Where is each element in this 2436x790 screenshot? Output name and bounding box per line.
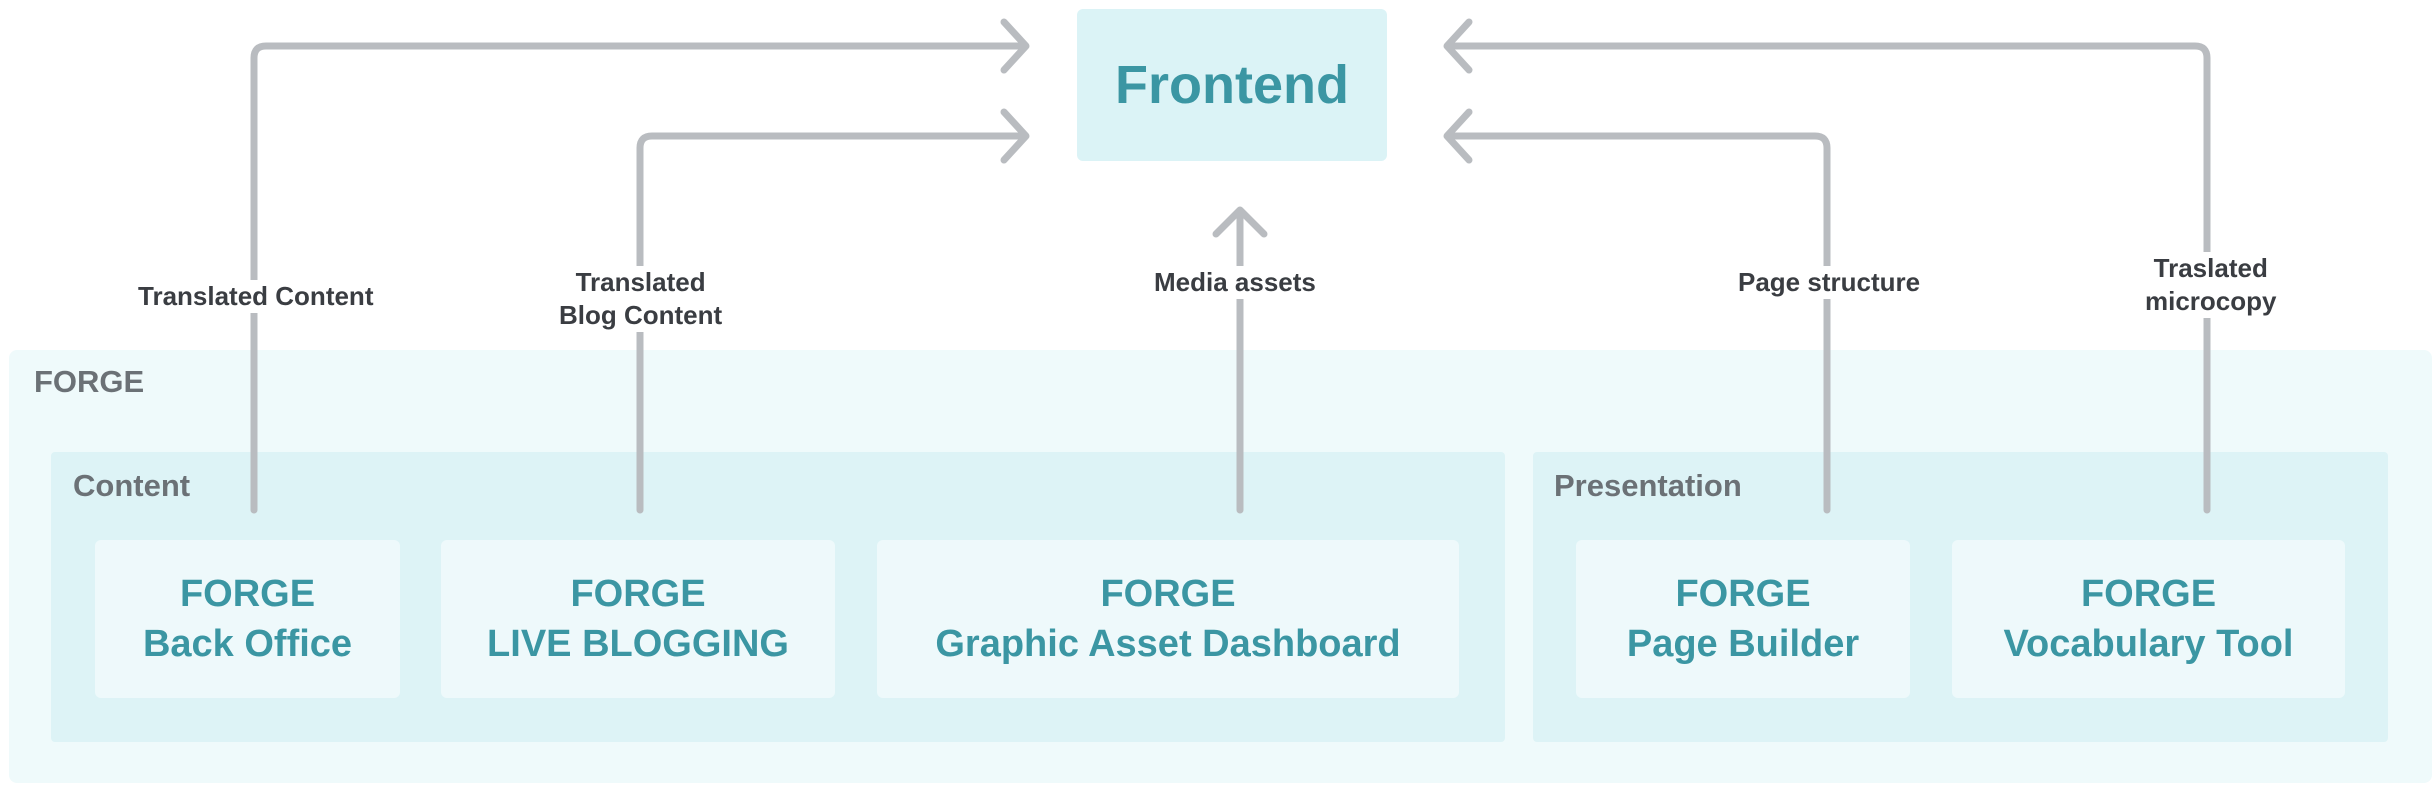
- group-content-title: Content: [73, 468, 191, 503]
- frontend-label: Frontend: [1115, 55, 1349, 115]
- tool-graphic-asset-dashboard[interactable]: FORGE Graphic Asset Dashboard: [877, 540, 1459, 698]
- edge-label-translated-blog-content: Translated Blog Content: [553, 266, 729, 332]
- tool-live-blogging[interactable]: FORGE LIVE BLOGGING: [441, 540, 835, 698]
- tool-graphic-asset-dashboard-name: Graphic Asset Dashboard: [935, 623, 1401, 665]
- arrowhead-page-builder: [1443, 108, 1473, 164]
- tool-live-blogging-brand: FORGE: [570, 573, 706, 615]
- tool-back-office-brand: FORGE: [179, 573, 316, 615]
- edge-label-media-assets-text: Media assets: [1154, 267, 1316, 297]
- edge-label-translated-content-text: Translated Content: [138, 281, 374, 311]
- arrowhead-graphic-asset-dashboard: [1212, 206, 1268, 238]
- edge-label-translated-blog-content-line1: Translated: [575, 267, 706, 297]
- tool-page-builder-name: Page Builder: [1626, 623, 1860, 665]
- tool-page-builder[interactable]: FORGE Page Builder: [1576, 540, 1910, 698]
- group-presentation-title: Presentation: [1554, 468, 1742, 503]
- arrowhead-live-blogging: [1000, 108, 1030, 164]
- tool-graphic-asset-dashboard-brand: FORGE: [1100, 573, 1236, 615]
- edge-label-translated-content: Translated Content: [132, 280, 380, 313]
- edge-label-traslated-microcopy: Traslated microcopy: [2139, 252, 2283, 318]
- tool-back-office[interactable]: FORGE Back Office: [95, 540, 400, 698]
- tool-live-blogging-name: LIVE BLOGGING: [487, 623, 789, 665]
- forge-panel-title: FORGE: [34, 364, 145, 399]
- tool-vocabulary-tool-name: Vocabulary Tool: [2003, 623, 2294, 665]
- arrowhead-vocabulary-tool: [1443, 18, 1473, 74]
- edge-label-traslated-microcopy-line1: Traslated: [2153, 253, 2268, 283]
- edge-label-media-assets: Media assets: [1148, 266, 1322, 299]
- tool-back-office-name: Back Office: [142, 623, 353, 665]
- tool-vocabulary-tool[interactable]: FORGE Vocabulary Tool: [1952, 540, 2345, 698]
- edge-label-translated-blog-content-line2: Blog Content: [559, 300, 723, 330]
- edge-label-page-structure-text: Page structure: [1738, 267, 1921, 297]
- arrowhead-back-office: [1000, 18, 1030, 74]
- tool-page-builder-brand: FORGE: [1675, 573, 1811, 615]
- edge-label-traslated-microcopy-line2: microcopy: [2145, 286, 2277, 316]
- tool-vocabulary-tool-brand: FORGE: [2080, 573, 2217, 615]
- edge-label-page-structure: Page structure: [1732, 266, 1927, 299]
- frontend-node: Frontend: [1077, 9, 1387, 161]
